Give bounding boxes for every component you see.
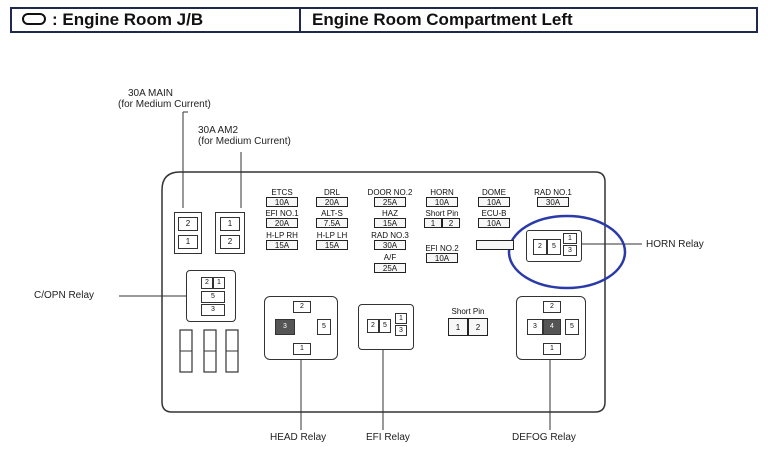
fuse-rad-no1-label: RAD NO.1 xyxy=(534,188,572,197)
fuse-ecu-b-label: ECU-B xyxy=(481,209,507,218)
copn-relay-pin-2: 2 xyxy=(201,277,213,289)
fuse-af: 25A xyxy=(374,263,406,273)
short-pin-row2-pin1: 1 xyxy=(424,218,442,228)
efi-relay-pin-1: 1 xyxy=(395,313,407,324)
header-left-title: : Engine Room J/B xyxy=(52,10,204,29)
head-relay-pin-5: 5 xyxy=(317,319,331,335)
fuse-door-no2: 25A xyxy=(374,197,406,207)
fuse-haz-label: HAZ xyxy=(382,209,398,218)
horn-relay-pin-1: 1 xyxy=(563,233,577,244)
callout-30a-am2-sub: (for Medium Current) xyxy=(198,136,291,147)
horn-relay-pin-3: 3 xyxy=(563,245,577,256)
label-defog-relay: DEFOG Relay xyxy=(512,432,576,443)
am2-pin-top: 1 xyxy=(220,217,240,231)
head-relay: 2 3 5 1 xyxy=(264,296,338,360)
callout-30a-am2: 30A AM2 xyxy=(198,125,239,136)
fuse-efi-no1: 20A xyxy=(266,218,298,228)
label-horn-relay: HORN Relay xyxy=(646,239,704,250)
efi-relay-pin-3: 3 xyxy=(395,325,407,336)
fuse-ecu-b: 10A xyxy=(478,218,510,228)
short-pin-row2-pin2: 2 xyxy=(442,218,460,228)
defog-relay-pin-5: 5 xyxy=(565,319,579,335)
defog-relay-pin-1: 1 xyxy=(543,343,561,355)
efi-relay-pin-2: 2 xyxy=(367,319,379,333)
fuse-af-label: A/F xyxy=(383,253,397,262)
fuse-etcs: 10A xyxy=(266,197,298,207)
efi-relay-pin-5: 5 xyxy=(379,319,391,333)
main-fuse-block: 2 1 xyxy=(174,212,202,254)
fuse-spare-slot xyxy=(476,240,514,250)
fuse-hlp-rh-label: H-LP RH xyxy=(266,231,298,240)
efi-relay: 2 5 1 3 xyxy=(358,304,414,350)
fuse-horn: 10A xyxy=(426,197,458,207)
header-divider xyxy=(299,9,301,31)
fuse-haz: 15A xyxy=(374,218,406,228)
horn-relay-pin-2: 2 xyxy=(533,239,547,255)
fuse-etcs-label: ETCS xyxy=(271,188,293,197)
label-copn-relay: C/OPN Relay xyxy=(34,290,95,301)
header-right-title: Engine Room Compartment Left xyxy=(312,10,573,29)
fuse-alt-s-label: ALT-S xyxy=(321,209,343,218)
fuse-drl-label: DRL xyxy=(323,188,340,197)
short-pin-label: Short Pin xyxy=(451,307,485,316)
header-bar: : Engine Room J/B Engine Room Compartmen… xyxy=(10,7,758,33)
head-relay-pin-1: 1 xyxy=(293,343,311,355)
defog-relay-pin-3: 3 xyxy=(527,319,543,335)
copn-relay: 2 1 5 3 xyxy=(186,270,236,322)
short-pin-2: 2 xyxy=(468,318,488,336)
main-pin-top: 2 xyxy=(178,217,198,231)
fuse-efi-no2: 10A xyxy=(426,253,458,263)
short-pin-row2-label: Short Pin xyxy=(425,209,459,218)
fuse-hlp-rh: 15A xyxy=(266,240,298,250)
head-relay-pin-3: 3 xyxy=(275,319,295,335)
fuse-efi-no2-label: EFI NO.2 xyxy=(425,244,459,253)
fuse-dome: 10A xyxy=(478,197,510,207)
connector-oval-icon xyxy=(22,13,46,25)
fuse-rad-no3-label: RAD NO.3 xyxy=(371,231,409,240)
fuse-rad-no3: 30A xyxy=(374,240,406,250)
defog-relay: 2 3 4 5 1 xyxy=(516,296,586,360)
am2-fuse-block: 1 2 xyxy=(215,212,245,254)
horn-relay-pin-5: 5 xyxy=(547,239,561,255)
callout-30a-main-sub: (for Medium Current) xyxy=(118,99,211,110)
defog-relay-pin-4: 4 xyxy=(543,319,561,335)
fuse-hlp-lh: 15A xyxy=(316,240,348,250)
main-pin-bottom: 1 xyxy=(178,235,198,249)
copn-relay-pin-5: 5 xyxy=(201,291,225,303)
fuse-drl: 20A xyxy=(316,197,348,207)
fuse-alt-s: 7.5A xyxy=(316,218,348,228)
fuse-efi-no1-label: EFI NO.1 xyxy=(265,209,299,218)
fuse-hlp-lh-label: H-LP LH xyxy=(316,231,348,240)
am2-pin-bottom: 2 xyxy=(220,235,240,249)
defog-relay-pin-2: 2 xyxy=(543,301,561,313)
copn-relay-pin-1: 1 xyxy=(213,277,225,289)
copn-relay-pin-3: 3 xyxy=(201,304,225,316)
label-head-relay: HEAD Relay xyxy=(270,432,327,443)
horn-relay: 2 5 1 3 xyxy=(526,230,582,262)
fuse-door-no2-label: DOOR NO.2 xyxy=(367,188,413,197)
label-efi-relay: EFI Relay xyxy=(366,432,410,443)
callout-30a-main: 30A MAIN xyxy=(128,88,174,99)
short-pin-1: 1 xyxy=(448,318,468,336)
fuse-dome-label: DOME xyxy=(482,188,506,197)
head-relay-pin-2: 2 xyxy=(293,301,311,313)
fuse-rad-no1: 30A xyxy=(537,197,569,207)
fuse-horn-label: HORN xyxy=(430,188,454,197)
